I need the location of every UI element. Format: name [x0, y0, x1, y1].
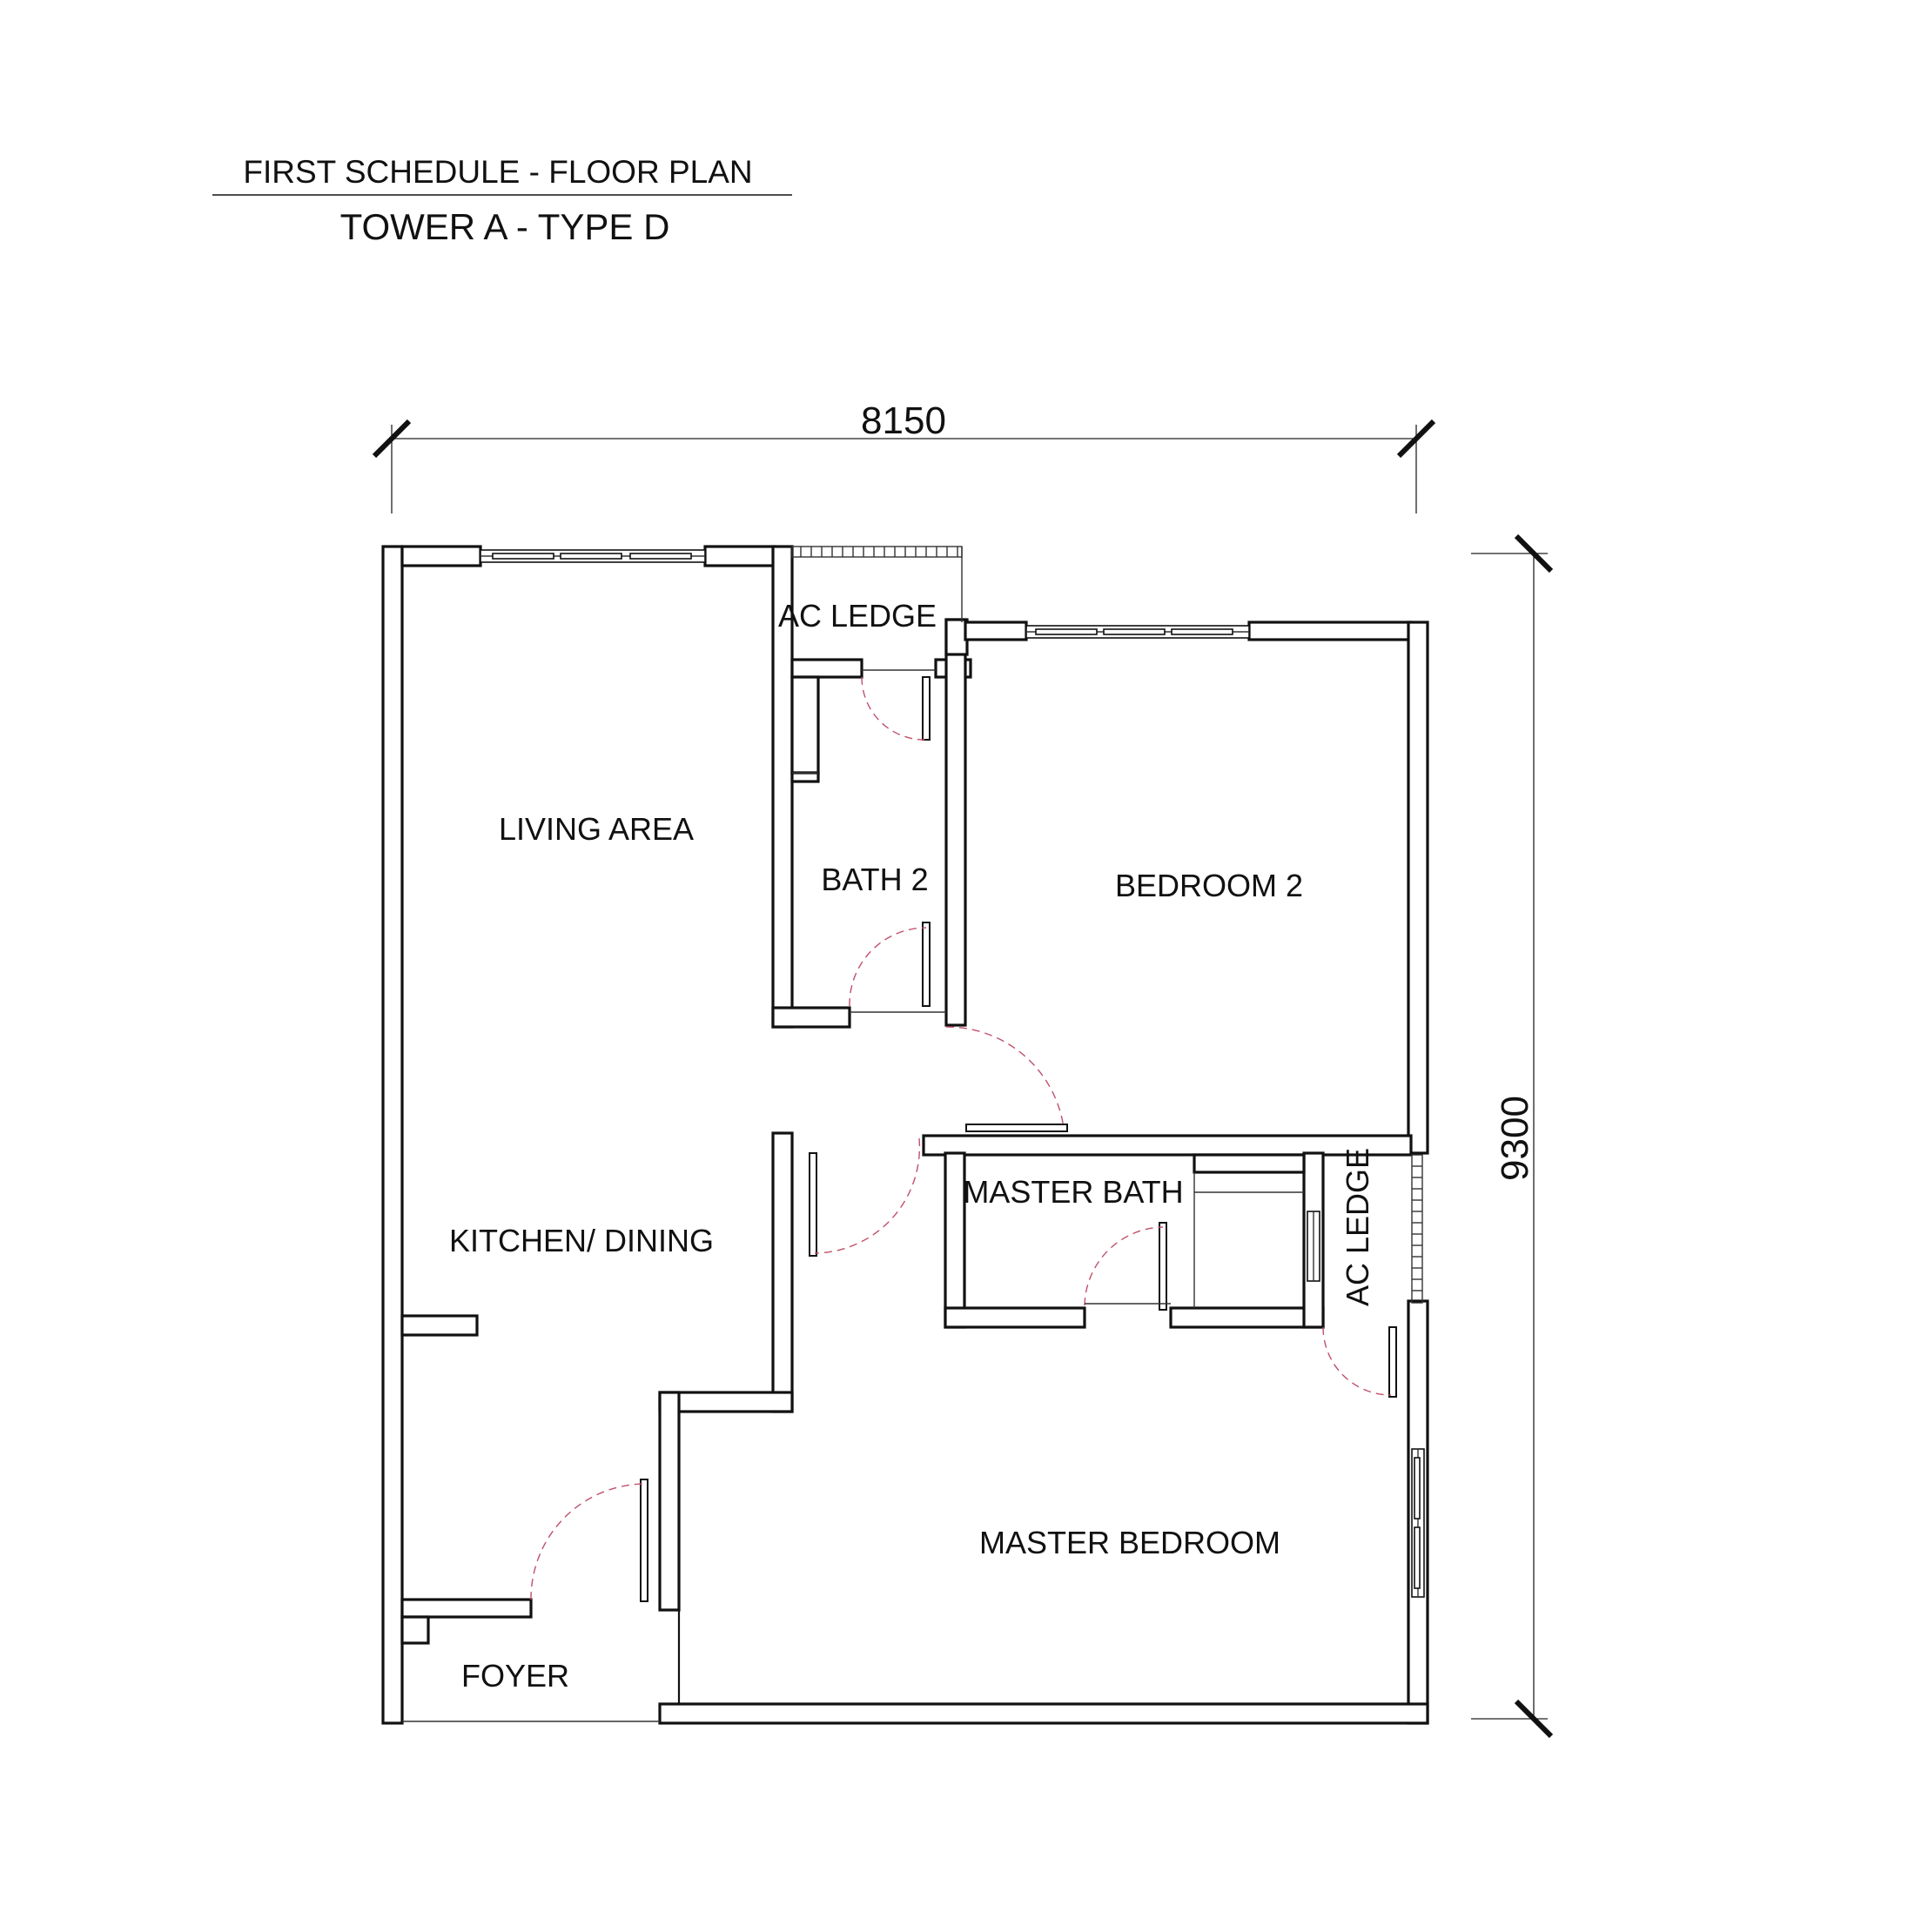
room-label-bedroom-2: BEDROOM 2	[1115, 868, 1303, 903]
wall-right-upper	[1407, 621, 1429, 1155]
door-master-bath	[1159, 1222, 1167, 1311]
bath2-fixture-b	[790, 771, 820, 783]
door-entrance	[640, 1479, 648, 1602]
room-label-ac-ledge-top: AC LEDGE	[778, 598, 937, 634]
height-dimension-label: 9300	[1494, 1096, 1536, 1181]
wall-masterbath-shower	[1193, 1153, 1306, 1174]
door-acledge2	[1388, 1326, 1397, 1398]
wall-bottom	[658, 1702, 1429, 1725]
room-label-master-bath: MASTER BATH	[963, 1174, 1183, 1210]
walls	[381, 545, 1429, 1725]
schedule-title: FIRST SCHEDULE - FLOOR PLAN	[243, 154, 752, 190]
wall-bedroom2-top-left	[964, 621, 1028, 641]
door-kitchen	[809, 1152, 817, 1257]
width-dimension: 8150	[372, 399, 1436, 513]
height-dimension: 9300	[1471, 533, 1554, 1739]
wall-top-mid	[703, 545, 776, 567]
door-bedroom2	[965, 1124, 1068, 1132]
room-label-bath-2: BATH 2	[821, 862, 928, 897]
wall-kitchen-stub	[400, 1314, 479, 1337]
room-label-ac-ledge-right: AC LEDGE	[1340, 1148, 1375, 1306]
wall-foyer-stub	[400, 1615, 430, 1645]
ac-ledge-louvres	[791, 546, 1423, 1304]
wall-bedroom2-top-right	[1247, 621, 1413, 641]
wall-foyer-partition	[400, 1598, 533, 1619]
wall-bath2-south	[771, 1006, 851, 1029]
wall-acledge-south	[790, 658, 863, 679]
door-acledge	[922, 676, 931, 741]
room-label-kitchen-dining: KITCHEN/ DINING	[449, 1223, 714, 1258]
wall-masterbath-south-b	[1169, 1306, 1325, 1329]
wall-left	[381, 545, 404, 1725]
wall-bedroom2-corner	[944, 618, 969, 656]
unit-type-title: TOWER A - TYPE D	[340, 206, 670, 247]
door-bath2	[922, 922, 931, 1007]
wall-kitchen-east	[771, 1131, 794, 1413]
wall-masterbath-south-a	[944, 1306, 1086, 1329]
wall-masterbath-west	[944, 1151, 966, 1329]
width-dimension-label: 8150	[861, 399, 946, 442]
windows	[480, 549, 1425, 1598]
room-label-master-bedroom: MASTER BEDROOM	[979, 1525, 1280, 1560]
wall-top-left	[400, 545, 482, 567]
wall-bath2-east	[944, 618, 967, 1027]
doors	[530, 669, 1397, 1602]
room-label-living-area: LIVING AREA	[499, 811, 694, 847]
bath2-fixture-a	[790, 675, 820, 775]
wall-foyer-east	[658, 1391, 681, 1612]
wall-bedroom2-south	[922, 1134, 1413, 1157]
room-label-foyer: FOYER	[461, 1658, 569, 1694]
